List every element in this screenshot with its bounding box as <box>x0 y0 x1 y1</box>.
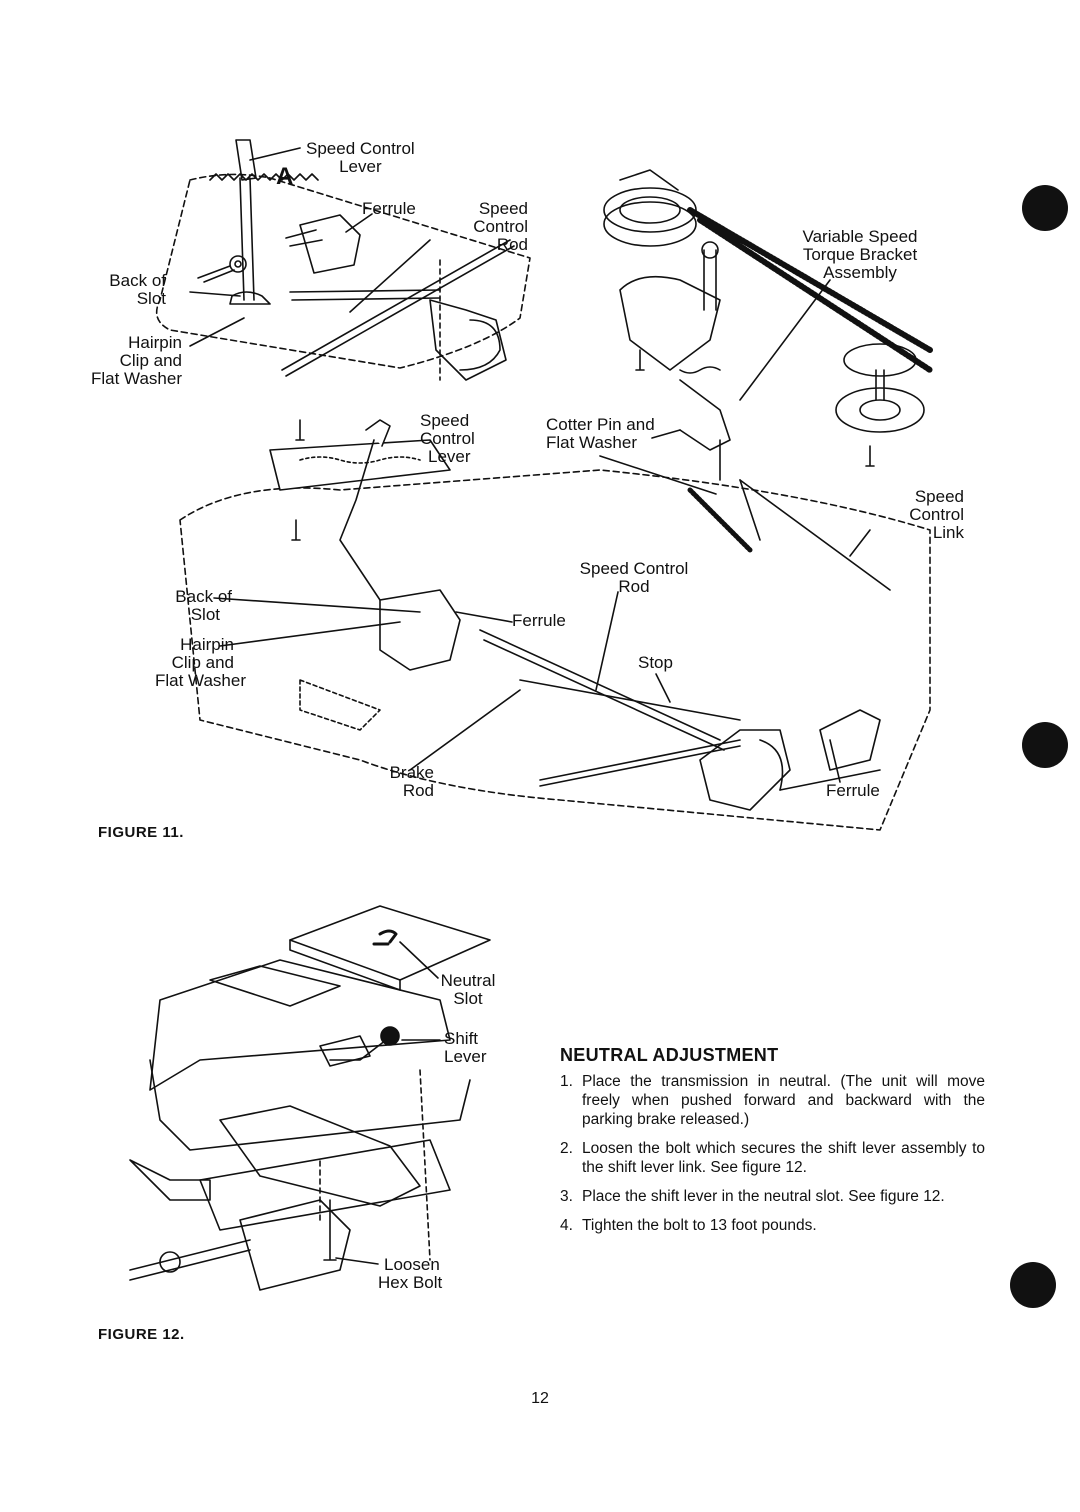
registration-dot-3 <box>1010 1262 1056 1308</box>
label-back-of-slot-mid: Back of Slot <box>150 588 232 624</box>
label-line: Link <box>932 523 964 542</box>
label-speed-control-link: Speed Control Link <box>876 488 964 542</box>
label-line: Slot <box>190 605 220 624</box>
label-line: Speed Control <box>579 559 689 578</box>
list-item: 1. Place the transmission in neutral. (T… <box>560 1072 985 1129</box>
list-item: 4. Tighten the bolt to 13 foot pounds. <box>560 1216 985 1235</box>
label-line: Brake <box>389 763 434 782</box>
label-back-of-slot-top: Back of Slot <box>96 272 166 308</box>
list-item: 2. Loosen the bolt which secures the shi… <box>560 1139 985 1177</box>
step-text: Loosen the bolt which secures the shift … <box>582 1140 985 1176</box>
step-number: 2. <box>560 1140 573 1157</box>
label-line: Flat Washer <box>154 671 246 690</box>
step-text: Tighten the bolt to 13 foot pounds. <box>582 1217 817 1234</box>
figure-12-caption: FIGURE 12. <box>98 1326 185 1343</box>
label-line: Back of <box>175 587 232 606</box>
label-line: Hairpin <box>128 333 182 352</box>
step-number: 4. <box>560 1217 573 1234</box>
label-speed-control-rod-top: Speed Control Rod <box>444 200 528 254</box>
label-ferrule-bottom: Ferrule <box>826 781 880 800</box>
label-line: Control <box>909 505 964 524</box>
figure-11-caption: FIGURE 11. <box>98 824 184 841</box>
label-line: Speed Control <box>306 139 415 158</box>
steps-list: 1. Place the transmission in neutral. (T… <box>560 1072 985 1235</box>
label-line: Speed <box>478 199 528 218</box>
label-line: Torque Bracket <box>802 245 918 264</box>
label-line: Flat Washer <box>546 433 638 452</box>
label-line: Back of <box>109 271 166 290</box>
section-heading: NEUTRAL ADJUSTMENT <box>560 1045 779 1065</box>
label-line: Rod <box>618 577 650 596</box>
label-line: Loosen <box>384 1255 440 1274</box>
label-line: Lever <box>339 157 382 176</box>
label-speed-control-rod-mid: Speed Control Rod <box>572 560 696 596</box>
step-number: 1. <box>560 1073 573 1090</box>
label-hairpin-mid: Hairpin Clip and Flat Washer <box>150 636 246 690</box>
label-line: Clip and <box>119 351 182 370</box>
label-line: Neutral <box>440 971 496 990</box>
label-line: Hex Bolt <box>378 1273 443 1292</box>
label-speed-control-lever-mid: Speed Control Lever <box>420 412 475 466</box>
chassis-drawing <box>179 419 931 831</box>
label-line: Control <box>420 429 475 448</box>
detail-a-drawing <box>155 139 531 381</box>
label-line: Assembly <box>823 263 897 282</box>
torque-bracket-drawing <box>599 169 933 541</box>
label-variable-speed-torque-bracket: Variable Speed Torque Bracket Assembly <box>790 228 930 282</box>
label-line: Speed <box>914 487 964 506</box>
label-line: Rod <box>496 235 528 254</box>
step-text: Place the shift lever in the neutral slo… <box>582 1188 945 1205</box>
step-number: 3. <box>560 1188 573 1205</box>
label-brake-rod: Brake Rod <box>378 764 434 800</box>
registration-dot-1 <box>1022 185 1068 231</box>
detail-a-marker: A <box>276 163 294 190</box>
label-neutral-slot: Neutral Slot <box>436 972 500 1008</box>
step-text: Place the transmission in neutral. (The … <box>582 1073 985 1128</box>
page-number: 12 <box>531 1390 549 1407</box>
label-stop: Stop <box>638 653 673 672</box>
label-speed-control-lever-top: Speed Control Lever <box>306 140 415 176</box>
label-line: Speed <box>420 411 470 430</box>
label-line: Shift <box>444 1029 479 1048</box>
label-line: Cotter Pin and <box>546 415 655 434</box>
label-line: Slot <box>136 289 166 308</box>
label-cotter-pin: Cotter Pin and Flat Washer <box>546 416 655 452</box>
label-line: Variable Speed <box>802 227 918 246</box>
label-line: Lever <box>428 447 471 466</box>
label-loosen-hex-bolt: Loosen Hex Bolt <box>378 1256 442 1292</box>
neutral-adjustment-section: NEUTRAL ADJUSTMENT 1. Place the transmis… <box>560 1045 985 1245</box>
list-item: 3. Place the shift lever in the neutral … <box>560 1187 985 1206</box>
label-line: Control <box>473 217 528 236</box>
registration-dot-2 <box>1022 722 1068 768</box>
label-line: Clip and <box>171 653 234 672</box>
label-line: Slot <box>453 989 483 1008</box>
label-line: Rod <box>402 781 434 800</box>
label-line: Hairpin <box>180 635 234 654</box>
label-hairpin-top: Hairpin Clip and Flat Washer <box>86 334 182 388</box>
label-ferrule-top: Ferrule <box>362 199 416 218</box>
label-line: Lever <box>444 1047 487 1066</box>
label-ferrule-mid: Ferrule <box>512 611 566 630</box>
label-shift-lever: Shift Lever <box>444 1030 487 1066</box>
label-line: Flat Washer <box>90 369 182 388</box>
